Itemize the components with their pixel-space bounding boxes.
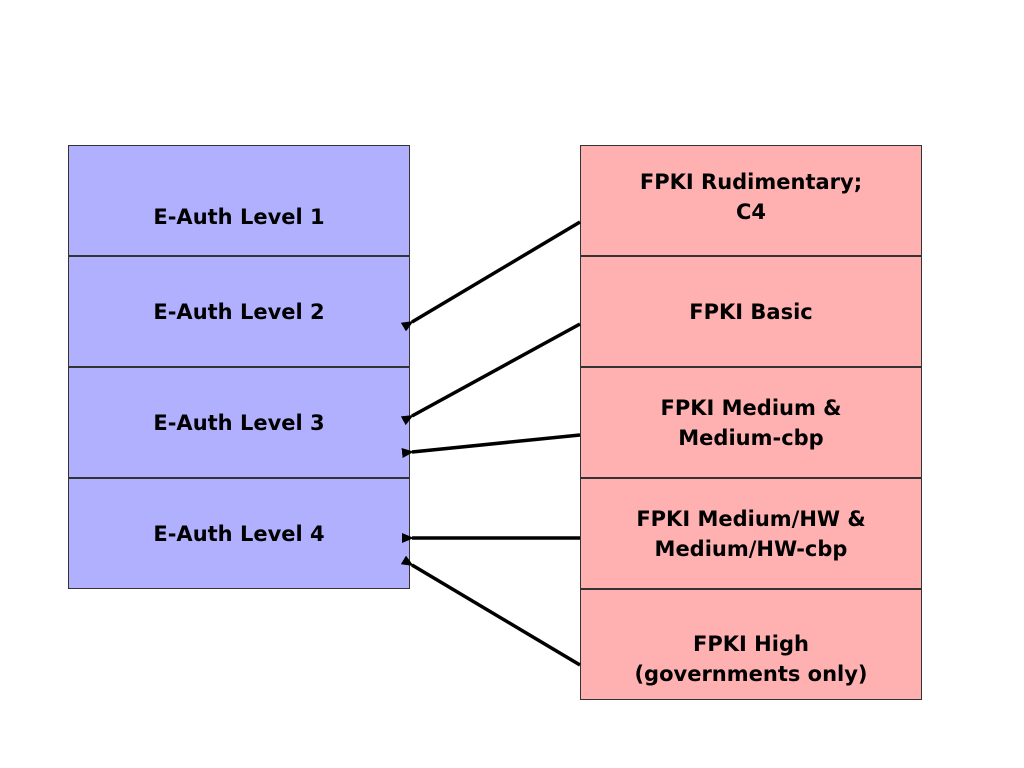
eauth-level-3-label: E-Auth Level 3: [153, 410, 325, 435]
arrow-medium-to-level-3: [401, 433, 581, 458]
eauth-level-2-label: E-Auth Level 2: [153, 299, 325, 324]
eauth-level-4-box: E-Auth Level 4: [68, 478, 410, 589]
eauth-level-1-box: E-Auth Level 1: [68, 145, 410, 256]
fpki-medium-box: FPKI Medium & Medium-cbp: [580, 367, 922, 478]
eauth-level-3-box: E-Auth Level 3: [68, 367, 410, 478]
fpki-medium-label: FPKI Medium & Medium-cbp: [660, 395, 842, 450]
fpki-high-box: FPKI High (governments only): [580, 589, 922, 700]
fpki-basic-label: FPKI Basic: [689, 299, 813, 324]
arrow-basic-to-level-3: [400, 322, 581, 426]
eauth-level-1-label: E-Auth Level 1: [153, 204, 325, 229]
fpki-rudimentary-label: FPKI Rudimentary; C4: [639, 169, 863, 224]
arrow-high-to-level-4: [400, 555, 581, 667]
arrow-rudimentary-to-level-2: [400, 220, 581, 332]
eauth-level-2-box: E-Auth Level 2: [68, 256, 410, 367]
fpki-basic-box: FPKI Basic: [580, 256, 922, 367]
fpki-high-label: FPKI High (governments only): [634, 631, 868, 686]
fpki-medium-hw-label: FPKI Medium/HW & Medium/HW-cbp: [636, 506, 866, 561]
fpki-rudimentary-box: FPKI Rudimentary; C4: [580, 145, 922, 256]
fpki-medium-hw-box: FPKI Medium/HW & Medium/HW-cbp: [580, 478, 922, 589]
eauth-level-4-label: E-Auth Level 4: [153, 521, 325, 546]
